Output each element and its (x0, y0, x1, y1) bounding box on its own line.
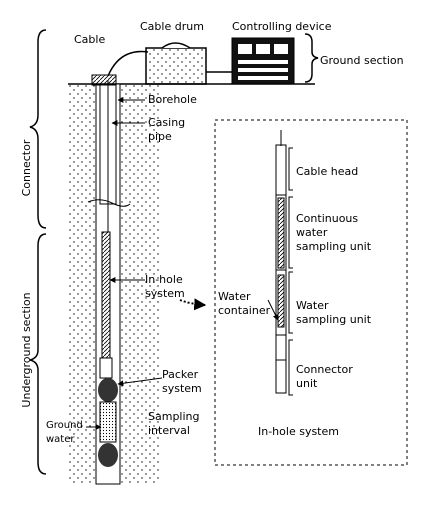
cable-drum (145, 47, 207, 85)
packer-lower (98, 443, 118, 467)
water-sampling-unit-body (277, 274, 285, 328)
continuous-label-line2: water (296, 226, 328, 239)
break-line (87, 199, 131, 207)
borehole-cap (91, 74, 117, 86)
leader-arrows (86, 97, 279, 430)
sampling-interval-zone (99, 401, 117, 443)
sampling-label-line2: interval (148, 424, 190, 437)
connector-unit-label-line2: unit (296, 377, 318, 390)
connector-brace (29, 29, 47, 229)
cable-head-label: Cable head (296, 165, 358, 178)
water-sampling-label-line2: sampling unit (296, 313, 372, 326)
cable-label: Cable (74, 33, 105, 46)
sampling-label-line1: Sampling (148, 410, 200, 423)
controlling-device-label: Controlling device (232, 20, 332, 33)
casing-label-line2: pipe (148, 130, 172, 143)
borehole (87, 80, 131, 485)
inset-box (214, 119, 408, 466)
connector-section-label: Connector (20, 139, 33, 196)
cable-drum-label: Cable drum (140, 20, 204, 33)
underground-section-label: Underground section (20, 292, 33, 407)
inhole-label-line1: In-hole (145, 273, 183, 286)
continuous-unit-body (277, 197, 285, 269)
packer-label-line1: Packer (162, 368, 199, 381)
underground-brace (29, 233, 47, 475)
surface-equipment (91, 37, 295, 86)
borehole-label: Borehole (148, 93, 197, 106)
water-container-label-line2: container (218, 304, 271, 317)
inhole-zoom-arrow (179, 298, 207, 311)
cable-curve (107, 50, 149, 77)
water-sampling-label-line1: Water (296, 299, 329, 312)
ground-section-brace (304, 33, 319, 83)
inhole-system (101, 231, 111, 361)
casing-label-line1: Casing (148, 116, 185, 129)
packer-upper (98, 378, 118, 402)
packer-label-line2: system (162, 382, 202, 395)
continuous-label-line1: Continuous (296, 212, 358, 225)
groundwater-label-line2: water (46, 434, 75, 445)
ground-section-label: Ground section (320, 54, 404, 67)
groundwater-label-line1: Ground (46, 420, 83, 431)
inset-title: In-hole system (258, 425, 339, 438)
inset-unit-body (275, 144, 287, 394)
water-container-label-line1: Water (218, 290, 251, 303)
side-braces (29, 29, 319, 475)
connector-unit-label-line1: Connector (296, 363, 353, 376)
continuous-label-line3: sampling unit (296, 240, 372, 253)
inhole-label-line2: system (145, 287, 185, 300)
